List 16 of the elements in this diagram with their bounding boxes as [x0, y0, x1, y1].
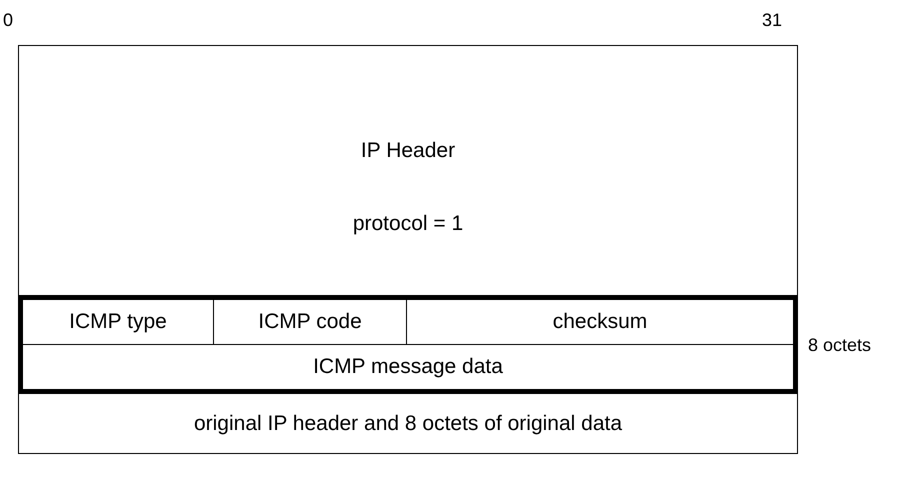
- highlight-frame: [18, 295, 798, 394]
- size-label: 8 octets: [808, 334, 872, 356]
- field-cell: [22, 344, 794, 390]
- field-name: ICMP type: [69, 310, 167, 334]
- field-name: original IP header and 8 octets of original data: [194, 412, 622, 436]
- header-region: [18, 45, 798, 297]
- field-cell: [406, 299, 794, 345]
- field-name: checksum: [552, 310, 648, 334]
- bit-number: 0: [3, 9, 14, 31]
- bit-number: 31: [762, 9, 782, 31]
- field-name: ICMP message data: [313, 355, 503, 379]
- field-name: protocol = 1: [352, 212, 464, 236]
- field-cell: [22, 299, 214, 345]
- data-region: [18, 393, 798, 454]
- field-name: IP Header: [360, 139, 456, 163]
- field-name: ICMP code: [258, 310, 362, 334]
